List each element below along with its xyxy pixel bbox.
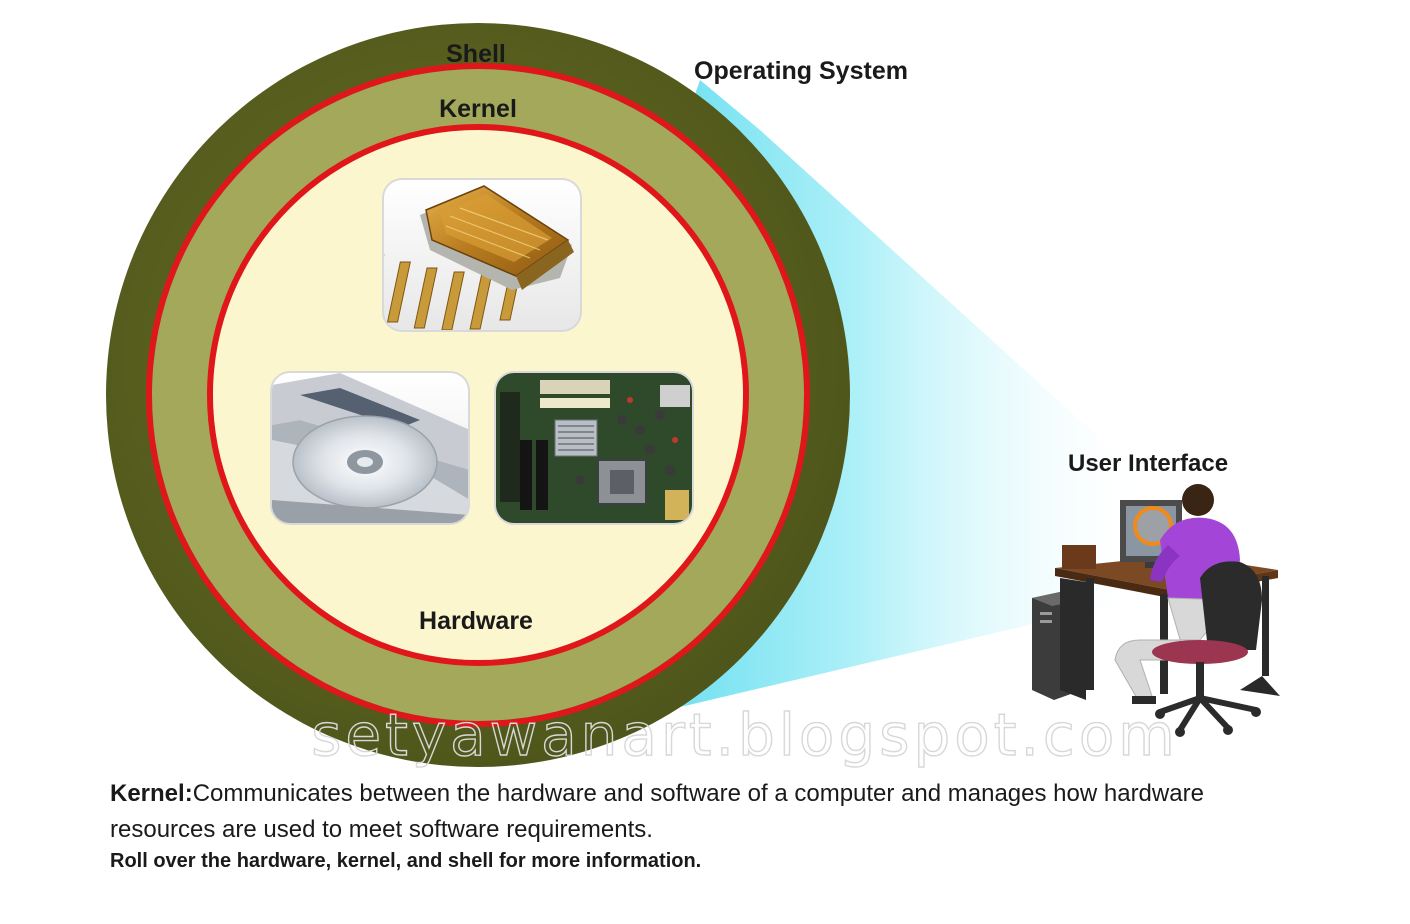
user-at-desk-image bbox=[1032, 484, 1280, 737]
rollover-hint: Roll over the hardware, kernel, and shel… bbox=[110, 850, 702, 872]
watermark-text: setyawanart.blogspot.com bbox=[311, 701, 1179, 769]
optical-drive-image bbox=[272, 373, 468, 523]
kernel-definition-text: Communicates between the hardware and so… bbox=[192, 780, 1204, 807]
kernel-definition: Kernel:Communicates between the hardware… bbox=[110, 776, 1310, 812]
hardware-label: Hardware bbox=[419, 607, 533, 635]
kernel-term: Kernel: bbox=[110, 780, 193, 807]
microchip-card[interactable] bbox=[336, 178, 582, 332]
shell-kernel-boundary bbox=[146, 63, 810, 727]
motherboard-image bbox=[496, 373, 692, 523]
kernel-label: Kernel bbox=[439, 95, 517, 123]
microchip-image bbox=[384, 185, 574, 330]
optical-drive-card[interactable] bbox=[270, 371, 470, 525]
caption-block: Kernel:Communicates between the hardware… bbox=[110, 776, 1310, 873]
motherboard-card[interactable] bbox=[494, 371, 694, 525]
user-interface-label: User Interface bbox=[1068, 450, 1228, 477]
kernel-hardware-boundary bbox=[207, 124, 749, 666]
operating-system-label: Operating System bbox=[694, 57, 908, 85]
shell-label: Shell bbox=[446, 40, 506, 68]
kernel-definition-continued: resources are used to meet software requ… bbox=[110, 816, 653, 843]
hardware-core[interactable] bbox=[213, 130, 743, 660]
